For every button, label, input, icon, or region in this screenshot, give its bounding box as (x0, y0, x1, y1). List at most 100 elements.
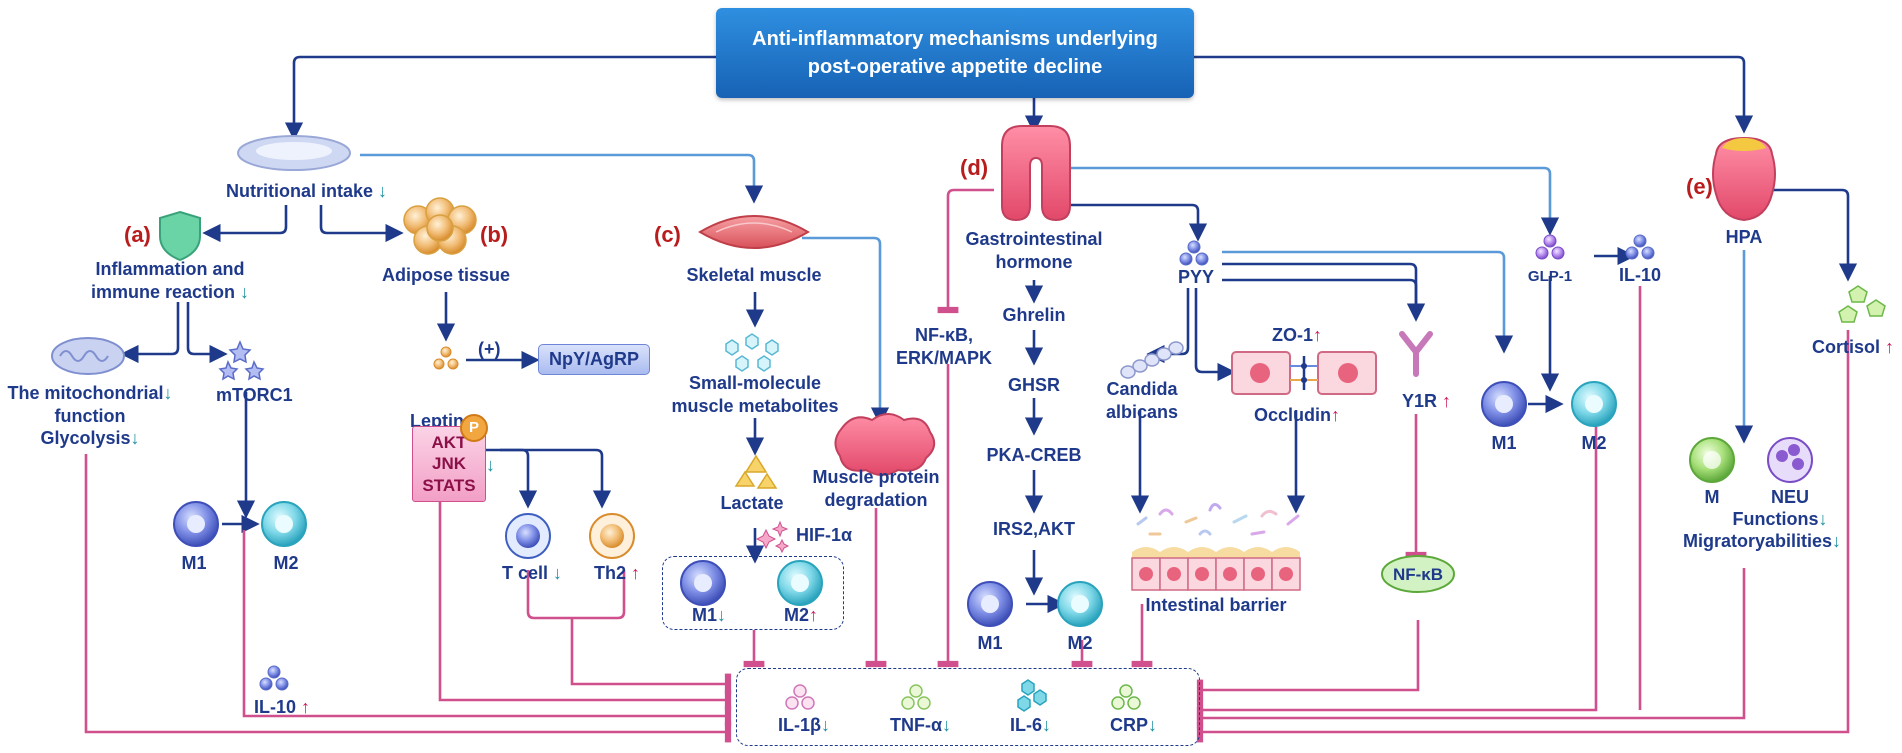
y1r-label: Y1R ↑ (1402, 390, 1451, 413)
m1-left-icon (173, 501, 219, 547)
cortisol-icon (1838, 285, 1886, 323)
lactate-label: Lactate (720, 493, 784, 513)
section-a-label: (a) (124, 222, 151, 247)
migratory-label: Migratoryabilities↓ (1683, 530, 1841, 553)
down-arrow: ↓ (1832, 531, 1842, 551)
down-arrow: ↓ (130, 428, 140, 448)
inflammation-text-1: Inflammation and (95, 259, 245, 279)
tcell-nucleus (516, 524, 540, 548)
occludin-text: Occludin (1254, 405, 1332, 425)
il1b-label: IL-1β↓ (778, 714, 830, 737)
tcell-label: T cell ↓ (502, 562, 562, 585)
inflammation-text-2: immune reaction (90, 281, 236, 302)
nfkb-erk-label: NF-κB,ERK/MAPK (896, 324, 992, 369)
neu-cell-icon (1767, 437, 1813, 483)
mito-text-2: function (54, 405, 126, 426)
muscle-fiber (715, 222, 793, 233)
activation-arrows (120, 55, 1858, 614)
y1r-receptor-icon (1399, 331, 1433, 377)
tight-junction-icon (1231, 351, 1377, 395)
leptin-plus-label: (+) (478, 339, 501, 359)
tnfa-icon (901, 684, 931, 710)
section-d-label: (d) (960, 155, 989, 180)
up-arrow: ↑ (631, 563, 641, 583)
metab-text-2: muscle metabolites (671, 395, 839, 416)
m2-muscle-label: M2↑ (784, 604, 818, 627)
down-arrow: ↓ (553, 563, 563, 583)
tnfa-text: TNF-α (890, 715, 943, 735)
mito-text-1: The mitochondrial (7, 383, 164, 403)
zo1-text: ZO-1 (1272, 325, 1314, 345)
degrad-text-1: Muscle protein (812, 467, 940, 487)
m2-muscle-text: M2 (784, 605, 810, 625)
th2-text: Th2 (594, 563, 627, 583)
title-line1: Anti-inflammatory mechanisms underlying (752, 28, 1158, 50)
mtorc1-stars-icon (218, 340, 265, 381)
m1-left-label: M1 (181, 553, 207, 573)
il10-left-text: IL-10 (254, 697, 297, 717)
glp1-icon (1535, 234, 1565, 260)
crp-icon (1111, 684, 1141, 710)
pituitary-cap (1722, 138, 1766, 151)
down-arrow: ↓ (1042, 715, 1052, 735)
akt-text: AKT (431, 433, 467, 452)
skeletal-muscle-icon (698, 215, 810, 249)
degrad-text-2: degradation (824, 489, 928, 510)
il10-left-icon (259, 665, 289, 691)
il10-gi-icon (1625, 234, 1655, 260)
phospho-badge: P (460, 414, 488, 442)
cortisol-label: Cortisol ↑ (1812, 336, 1894, 359)
m1-gi-icon (967, 581, 1013, 627)
th2-label: Th2 ↑ (594, 562, 640, 585)
m1-gi-label: M1 (977, 633, 1003, 653)
hpa-label: HPA (1725, 227, 1763, 247)
functions-label: Functions↓ (1733, 508, 1828, 531)
mitochondrion-cristae (59, 350, 109, 362)
intestinal-barrier-label: Intestinal barrier (1145, 595, 1287, 615)
down-arrow: ↓ (942, 715, 952, 735)
lactate-icon (734, 454, 778, 489)
nutritional-intake-label: Nutritional intake ↓ (226, 180, 387, 203)
section-e-label: (e) (1686, 174, 1713, 199)
il1b-icon (785, 684, 815, 710)
m1-muscle-label: M1↓ (692, 604, 726, 627)
ghsr-label: GHSR (1007, 375, 1061, 395)
crp-text: CRP (1110, 715, 1149, 735)
candida-icon (1120, 341, 1184, 379)
section-c-label: (c) (654, 222, 681, 247)
pka-creb-label: PKA-CREB (986, 445, 1082, 465)
up-arrow: ↑ (1331, 405, 1341, 425)
microbes-icon (1136, 503, 1300, 536)
up-arrow: ↑ (809, 605, 819, 625)
down-arrow: ↓ (1818, 509, 1828, 529)
glycolysis-text: Glycolysis (40, 428, 131, 448)
nfkb-erk-text-1: NF-κB, (914, 325, 974, 345)
mtorc1-label: mTORC1 (216, 385, 293, 405)
m2-glp-icon (1571, 381, 1617, 427)
nfkb-oval (1381, 555, 1455, 593)
down-arrow: ↓ (240, 281, 250, 302)
jnk-text: JNK (431, 454, 466, 474)
occludin-label: Occludin↑ (1254, 404, 1340, 427)
shield-icon (159, 210, 201, 262)
gi-hormone-text-2: hormone (995, 251, 1073, 272)
up-arrow: ↑ (301, 697, 311, 717)
ghrelin-label: Ghrelin (1002, 305, 1066, 325)
nfkb-label: NF-κB (1392, 565, 1444, 584)
migratory-text: Migratoryabilities (1682, 531, 1833, 551)
macrophage-green-nucleus (1703, 451, 1721, 469)
npy-agrp-box: NpY/AgRP (538, 344, 650, 375)
cytokine-box (736, 668, 1200, 746)
hif-icon (755, 520, 790, 554)
th2-nucleus (600, 524, 624, 548)
pyy-label: PYY (1177, 267, 1215, 287)
metab-text-1: Small-molecule (688, 373, 822, 393)
pyy-icon (1179, 240, 1209, 266)
metabolites-icon (725, 333, 779, 372)
up-arrow: ↑ (1313, 325, 1323, 345)
